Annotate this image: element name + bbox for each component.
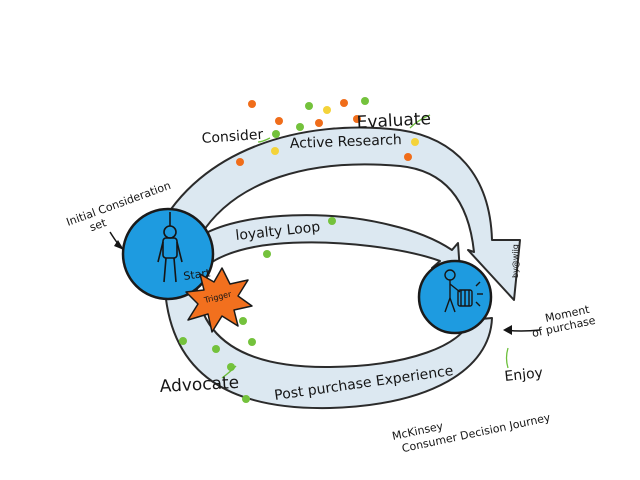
start-circle bbox=[121, 207, 215, 301]
purchase-circle bbox=[417, 259, 493, 335]
consider-pointer bbox=[257, 137, 271, 143]
person-with-shopping-cart-icon bbox=[444, 269, 483, 313]
advocate-pointer bbox=[221, 365, 237, 379]
evaluate-arc-arrow bbox=[157, 126, 521, 301]
hanged-person-icon bbox=[157, 212, 183, 283]
decorative-dots bbox=[179, 97, 419, 403]
enjoy-label: Enjoy bbox=[504, 365, 544, 385]
starburst-icon bbox=[185, 267, 253, 333]
consider-label: Consider bbox=[201, 127, 264, 147]
enjoy-pointer bbox=[505, 347, 509, 369]
moment-of-purchase-label: Moment of purchase bbox=[528, 302, 597, 340]
active-research-label: Active Research bbox=[290, 132, 402, 152]
signature-label: by@wiig bbox=[511, 244, 520, 278]
advocate-label: Advocate bbox=[159, 373, 239, 397]
evaluate-pointer bbox=[409, 114, 431, 129]
purchase-pointer-head bbox=[503, 325, 512, 335]
evaluate-label: Evaluate bbox=[356, 109, 431, 133]
initial-set-pointer-head bbox=[114, 240, 124, 250]
credit-label: McKinsey Consumer Decision Journey bbox=[391, 397, 552, 456]
